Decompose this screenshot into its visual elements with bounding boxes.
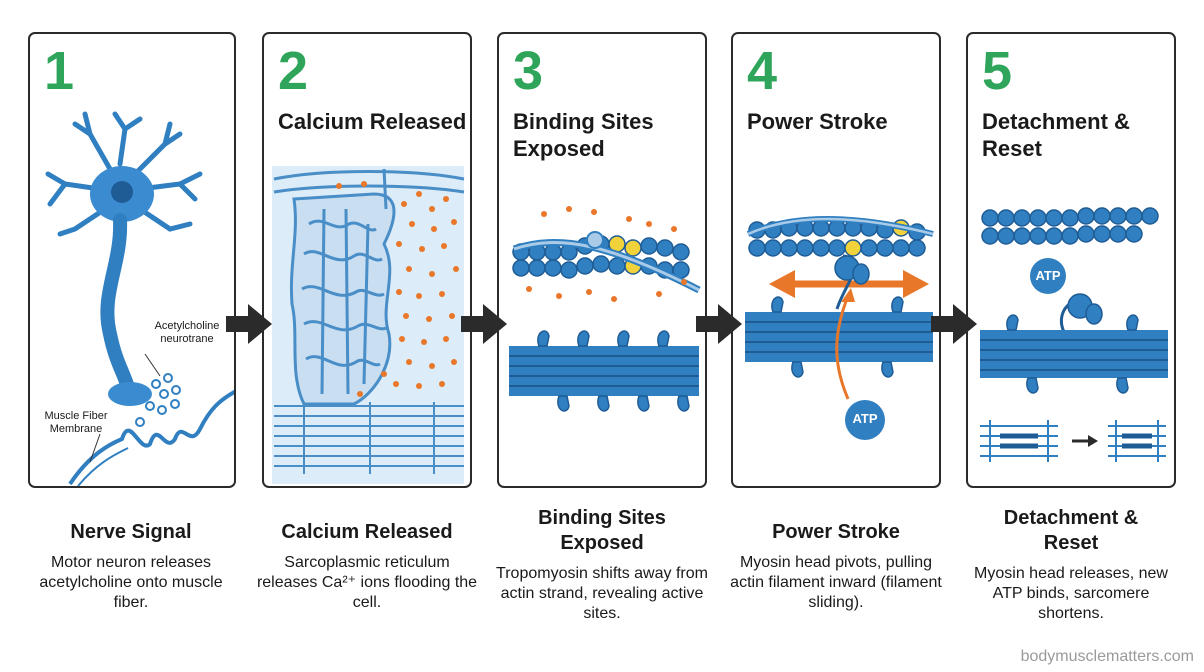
- caption-desc: Sarcoplasmic reticulum releases Ca²⁺ ion…: [256, 554, 478, 611]
- caption-3: Binding Sites Exposed Tropomyosin shifts…: [489, 506, 715, 624]
- caption-title: Detachment & Reset: [1003, 507, 1139, 554]
- caption-1: Nerve Signal Motor neuron releases acety…: [20, 520, 242, 613]
- step-number: 3: [513, 41, 544, 101]
- panel-2: 2 Calcium Released: [262, 32, 472, 488]
- membrane-label: Muscle Fiber Membrane: [44, 410, 108, 435]
- arrow-1-2: [226, 304, 272, 344]
- site-watermark: bodymusclematters.com: [1020, 648, 1194, 665]
- panel-title: Power Stroke: [747, 109, 888, 134]
- caption-title: Binding Sites Exposed: [538, 507, 666, 554]
- panel-3: 3 Binding Sites Exposed: [497, 32, 707, 488]
- caption-desc: Myosin head releases, new ATP binds, sar…: [974, 565, 1168, 622]
- caption-desc: Motor neuron releases acetylcholine onto…: [39, 554, 223, 611]
- panel-title: Calcium Released: [278, 109, 467, 134]
- caption-desc: Myosin head pivots, pulling actin filame…: [730, 554, 942, 611]
- atp-label: ATP: [852, 411, 878, 426]
- step-number: 2: [278, 41, 309, 101]
- step-number: 1: [44, 41, 75, 101]
- panel-5: 5 Detachment & Reset: [966, 32, 1176, 488]
- step-number: 5: [982, 41, 1013, 101]
- caption-desc: Tropomyosin shifts away from actin stran…: [496, 565, 708, 622]
- calcium-illustration: [272, 166, 465, 484]
- power-stroke-illustration: [745, 216, 934, 440]
- arrow-2-3: [461, 304, 507, 344]
- panel-1: 1 Acetylcholine neurotrane Muscle Fiber: [28, 32, 236, 488]
- arrow-4-5: [931, 304, 977, 344]
- caption-title: Power Stroke: [772, 521, 900, 543]
- step-number: 4: [747, 41, 778, 101]
- caption-4: Power Stroke Myosin head pivots, pulling…: [722, 520, 950, 613]
- acetylcholine-label: Acetylcholine neurotrane: [154, 320, 220, 345]
- arrow-3-4: [696, 304, 742, 344]
- panel-title: Binding Sites Exposed: [513, 109, 654, 161]
- caption-5: Detachment & Reset Myosin head releases,…: [958, 506, 1184, 624]
- caption-2: Calcium Released Sarcoplasmic reticulum …: [254, 520, 480, 613]
- binding-sites-illustration: [509, 206, 701, 412]
- caption-title: Nerve Signal: [70, 521, 192, 543]
- caption-title: Calcium Released: [281, 521, 453, 543]
- panel-title: Detachment & Reset: [982, 109, 1130, 161]
- neuron-illustration: [45, 111, 234, 486]
- panel-4: 4 Power Stroke: [731, 32, 941, 488]
- reset-illustration: [980, 207, 1168, 462]
- atp-label: ATP: [1035, 268, 1061, 283]
